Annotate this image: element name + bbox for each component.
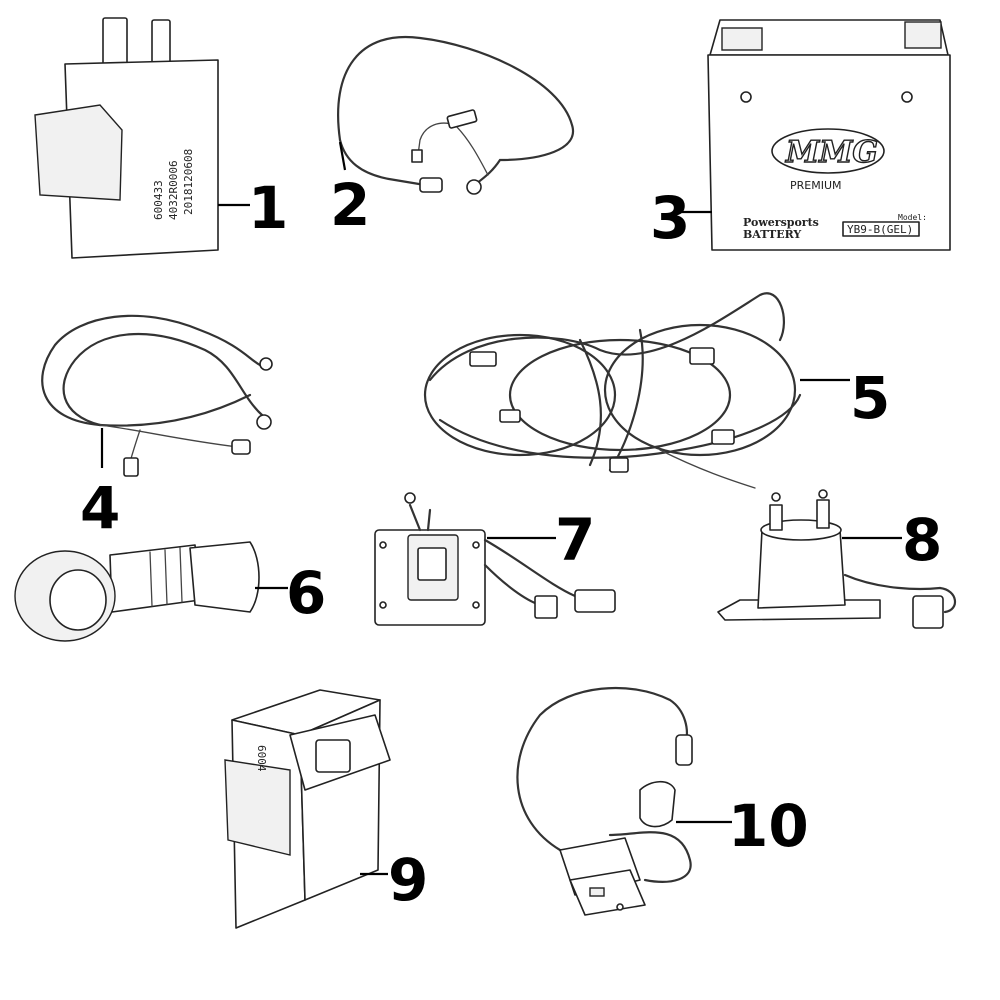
relay-code-2: 4032R0006	[167, 160, 180, 220]
callout-4: 4	[80, 474, 120, 542]
callout-3: 3	[650, 184, 690, 252]
part-3-battery: MMG PREMIUM Powersports BATTERY Model: Y…	[707, 19, 951, 251]
callout-2: 2	[330, 171, 370, 239]
battery-line-1: Powersports	[743, 216, 819, 229]
callout-8: 8	[902, 506, 942, 574]
relay-code-1: 600433	[152, 180, 165, 220]
part-7-regulator	[374, 492, 616, 626]
battery-tier: PREMIUM	[790, 179, 842, 192]
callout-5: 5	[850, 364, 890, 432]
battery-model: YB9-B(GEL)	[847, 223, 913, 236]
callout-7: 7	[555, 506, 595, 574]
callout-1: 1	[248, 174, 288, 242]
battery-model-caption: Model:	[898, 213, 927, 222]
callout-10: 10	[728, 792, 809, 860]
part-10-ignition-coil	[516, 686, 693, 916]
part-2-wire-lead	[337, 35, 575, 195]
part-4-cable	[41, 314, 273, 477]
part-6-banjo-bolt	[14, 541, 260, 642]
part-1-flasher-relay: 600433 4032R0006 2018120608	[34, 17, 219, 259]
battery-line-2: BATTERY	[743, 228, 801, 241]
callout-6: 6	[286, 559, 326, 627]
part-5-wiring-harness	[423, 292, 802, 489]
battery-brand: MMG	[785, 135, 878, 170]
part-9-cdi: 6004	[224, 689, 391, 929]
callout-9: 9	[388, 846, 428, 914]
relay-code-3: 2018120608	[182, 149, 195, 215]
cdi-label: 6004	[255, 745, 268, 772]
part-8-solenoid	[717, 489, 956, 629]
callout-2-leader	[338, 141, 347, 171]
